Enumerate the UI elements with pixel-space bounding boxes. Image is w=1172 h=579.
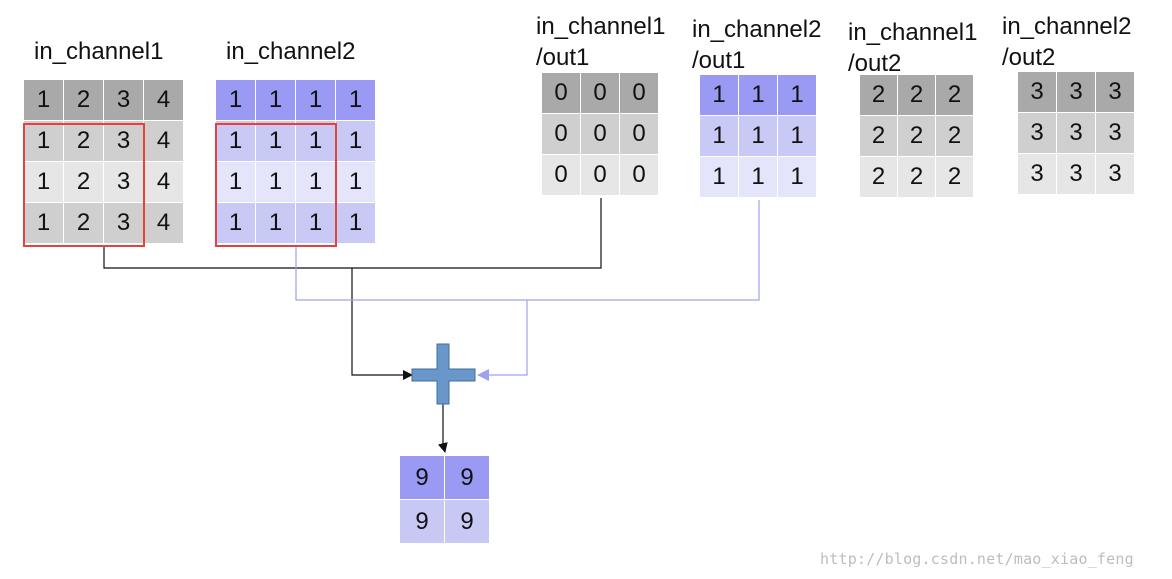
matrix-cell: 3 xyxy=(104,162,144,203)
matrix-cell: 1 xyxy=(336,162,376,203)
matrix-cell: 4 xyxy=(144,162,184,203)
matrix-cell: 2 xyxy=(64,80,104,121)
matrix-cell: 3 xyxy=(1018,113,1057,154)
matrix-cell: 2 xyxy=(898,75,936,116)
matrix-cell: 0 xyxy=(581,73,620,114)
matrix-cell: 1 xyxy=(336,121,376,162)
matrix-cell: 9 xyxy=(400,456,445,500)
matrix-cell: 2 xyxy=(936,157,974,198)
matrix-cell: 1 xyxy=(216,80,256,121)
matrix-cell: 1 xyxy=(256,203,296,244)
kernel-ch2-out2-label: in_channel2 /out2 xyxy=(1002,13,1132,71)
matrix-cell: 4 xyxy=(144,121,184,162)
matrix-cell: 2 xyxy=(860,157,898,198)
wire-channel1 xyxy=(103,198,602,269)
matrix-cell: 2 xyxy=(936,75,974,116)
matrix-cell: 2 xyxy=(936,116,974,157)
input-channel2-label: in_channel2 xyxy=(226,38,356,65)
matrix-cell: 1 xyxy=(739,157,778,198)
matrix-cell: 9 xyxy=(400,500,445,544)
matrix-cell: 1 xyxy=(336,203,376,244)
matrix-cell: 3 xyxy=(1096,113,1135,154)
wire-channel2 xyxy=(295,200,760,301)
matrix-cell: 1 xyxy=(216,121,256,162)
matrix-cell: 4 xyxy=(144,203,184,244)
matrix-cell: 1 xyxy=(296,80,336,121)
kernel-ch1-out2-label: in_channel1 /out2 xyxy=(848,19,978,77)
matrix-cell: 3 xyxy=(1018,72,1057,113)
matrix-cell: 1 xyxy=(256,162,296,203)
matrix-cell: 0 xyxy=(620,73,659,114)
watermark: http://blog.csdn.net/mao_xiao_feng xyxy=(820,550,1134,568)
matrix-cell: 2 xyxy=(898,116,936,157)
matrix-cell: 1 xyxy=(700,116,739,157)
matrix-cell: 1 xyxy=(296,203,336,244)
matrix-cell: 1 xyxy=(24,203,64,244)
matrix-cell: 1 xyxy=(336,80,376,121)
matrix-cell: 1 xyxy=(24,162,64,203)
matrix-cell: 0 xyxy=(620,114,659,155)
matrix-cell: 0 xyxy=(542,155,581,196)
wire-channel1-to-plus xyxy=(351,268,413,380)
matrix-cell: 1 xyxy=(778,157,817,198)
receptive-field-channel2 xyxy=(215,123,337,247)
kernel-ch1-out1-label: in_channel1 /out1 xyxy=(536,13,666,71)
matrix-cell: 0 xyxy=(542,114,581,155)
matrix-cell: 3 xyxy=(1057,113,1096,154)
matrix-cell: 3 xyxy=(104,80,144,121)
matrix-cell: 1 xyxy=(296,121,336,162)
matrix-cell: 9 xyxy=(445,500,490,544)
matrix-cell: 1 xyxy=(256,121,296,162)
matrix-cell: 0 xyxy=(620,155,659,196)
matrix-cell: 0 xyxy=(542,73,581,114)
kernel-ch2-out1-label: in_channel2 /out1 xyxy=(692,16,822,74)
matrix-cell: 2 xyxy=(64,121,104,162)
matrix-cell: 3 xyxy=(104,121,144,162)
matrix-cell: 3 xyxy=(1057,154,1096,195)
matrix-cell: 1 xyxy=(778,75,817,116)
matrix-cell: 4 xyxy=(144,80,184,121)
matrix-cell: 1 xyxy=(739,75,778,116)
input-channel1-label: in_channel1 xyxy=(34,38,164,65)
matrix-cell: 1 xyxy=(700,157,739,198)
matrix-cell: 3 xyxy=(1096,72,1135,113)
matrix-cell: 1 xyxy=(296,162,336,203)
matrix-cell: 1 xyxy=(24,80,64,121)
matrix-cell: 1 xyxy=(256,80,296,121)
matrix-cell: 3 xyxy=(1057,72,1096,113)
matrix-cell: 1 xyxy=(778,116,817,157)
matrix-cell: 2 xyxy=(64,203,104,244)
matrix-cell: 9 xyxy=(445,456,490,500)
wire-plus-to-output xyxy=(437,404,448,453)
matrix-cell: 1 xyxy=(700,75,739,116)
wire-channel2-to-plus xyxy=(477,300,528,381)
receptive-field-channel1 xyxy=(23,123,145,247)
plus-icon xyxy=(411,343,476,405)
matrix-cell: 2 xyxy=(898,157,936,198)
matrix-cell: 2 xyxy=(64,162,104,203)
matrix-cell: 1 xyxy=(216,203,256,244)
matrix-cell: 2 xyxy=(860,116,898,157)
matrix-cell: 2 xyxy=(860,75,898,116)
matrix-cell: 3 xyxy=(104,203,144,244)
matrix-cell: 1 xyxy=(739,116,778,157)
matrix-cell: 3 xyxy=(1096,154,1135,195)
matrix-cell: 3 xyxy=(1018,154,1057,195)
matrix-cell: 0 xyxy=(581,114,620,155)
matrix-cell: 1 xyxy=(24,121,64,162)
matrix-cell: 0 xyxy=(581,155,620,196)
matrix-cell: 1 xyxy=(216,162,256,203)
